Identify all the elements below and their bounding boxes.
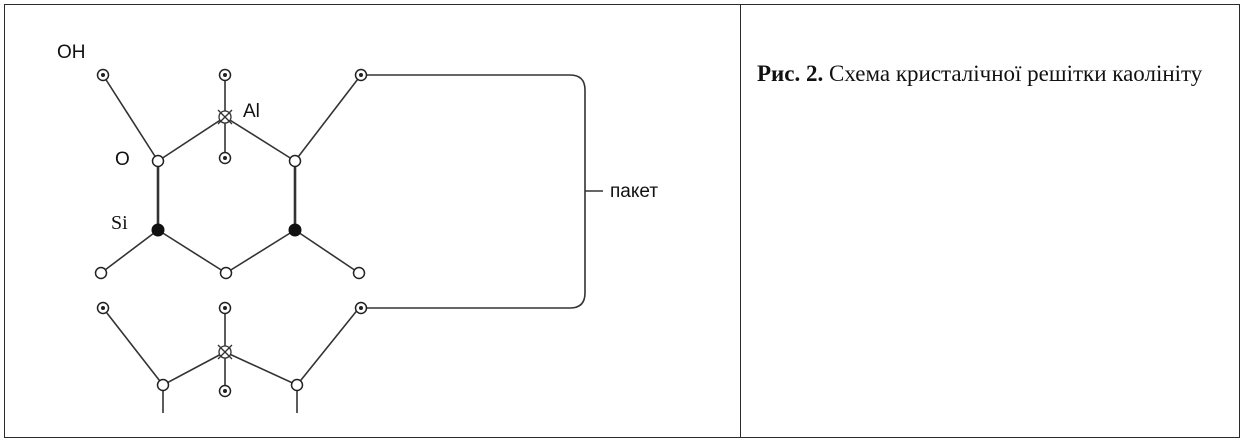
oxygen-atom-icon <box>151 154 165 168</box>
figure-caption-text: Схема кристалічної решітки каолініту <box>829 61 1203 86</box>
column-divider <box>740 5 741 437</box>
figure-table: OH Al O Si пакет Рис. 2. Схема кристаліч… <box>4 4 1240 438</box>
oxygen-atom-icon <box>156 378 170 392</box>
aluminium-atoms <box>217 109 233 360</box>
aluminium-atom-icon <box>217 109 233 125</box>
lattice-svg: OH Al O Si пакет <box>57 42 658 413</box>
oxygen-atoms <box>94 154 366 392</box>
hydroxyl-atom-icon <box>354 68 368 82</box>
label-oh: OH <box>57 42 86 63</box>
hydroxyl-atom-icon <box>218 68 232 82</box>
kaolinite-lattice-diagram: OH Al O Si пакет <box>5 5 740 437</box>
label-packet: пакет <box>610 181 658 202</box>
hydroxyl-atom-icon <box>218 151 232 165</box>
oxygen-atom-icon <box>288 154 302 168</box>
silicon-atom-icon <box>288 223 302 237</box>
hydroxyl-atom-icon <box>96 301 110 315</box>
oxygen-atom-icon <box>94 266 108 280</box>
hydroxyl-atom-icon <box>354 301 368 315</box>
oxygen-atom-icon <box>219 266 233 280</box>
figure-number: Рис. 2. <box>757 61 824 86</box>
figure-caption: Рис. 2. Схема кристалічної решітки каолі… <box>741 5 1239 437</box>
oxygen-atom-icon <box>290 378 304 392</box>
label-si: Si <box>111 212 128 234</box>
oxygen-atom-icon <box>352 266 366 280</box>
silicon-atom-icon <box>151 223 165 237</box>
hydroxyl-atom-icon <box>96 68 110 82</box>
hydroxyl-atom-icon <box>218 301 232 315</box>
label-o: O <box>115 149 130 170</box>
silicon-atoms <box>151 223 302 237</box>
bonds <box>100 74 603 413</box>
hydroxyl-atoms <box>96 68 368 398</box>
aluminium-atom-icon <box>217 344 233 360</box>
label-al: Al <box>243 101 260 122</box>
hydroxyl-atom-icon <box>218 384 232 398</box>
